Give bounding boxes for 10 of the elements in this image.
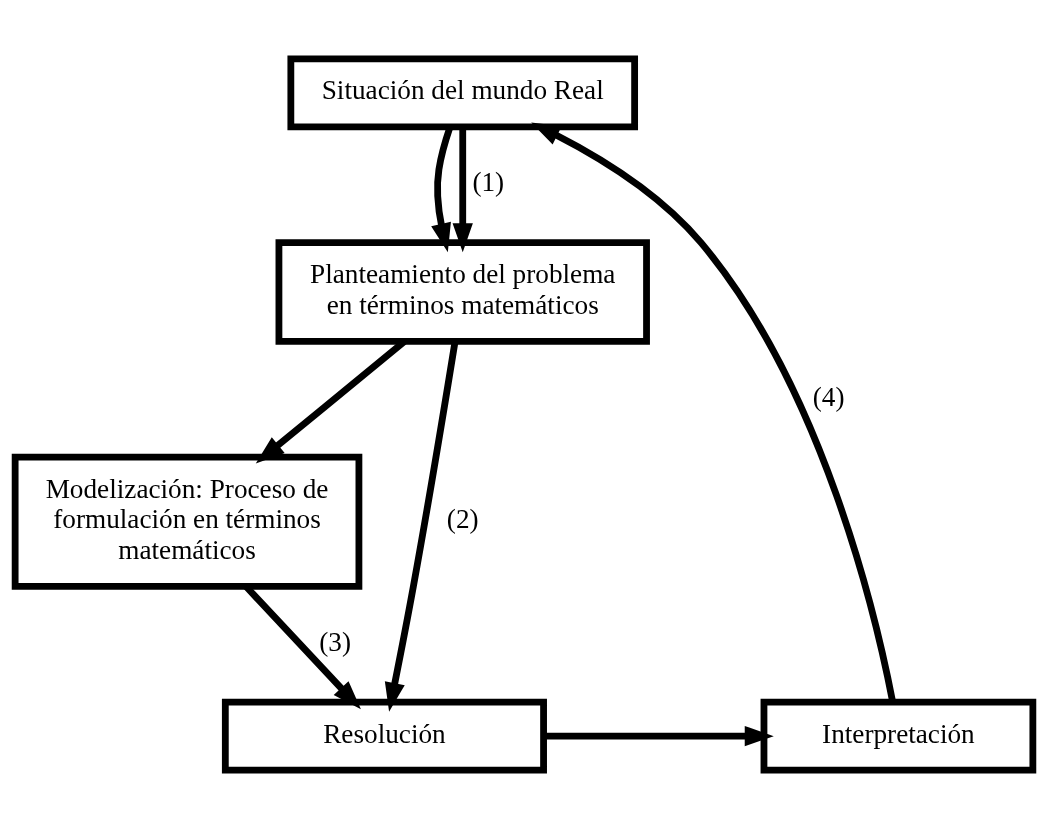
edge-label: (2) (446, 503, 479, 534)
node-box: Situación del mundo Real (287, 54, 639, 130)
edge-label: (1) (472, 166, 505, 197)
node-box: Interpretación (760, 698, 1037, 774)
node-box: Modelización: Proceso de formulación en términos matemáticos (11, 453, 363, 590)
arrow (544, 725, 774, 746)
edge-label: (3) (319, 626, 351, 657)
node-box: Planteamiento del problema en términos matemáticos (275, 238, 650, 345)
edge-label: (4) (812, 381, 845, 412)
node-box: Resolución (221, 698, 547, 774)
